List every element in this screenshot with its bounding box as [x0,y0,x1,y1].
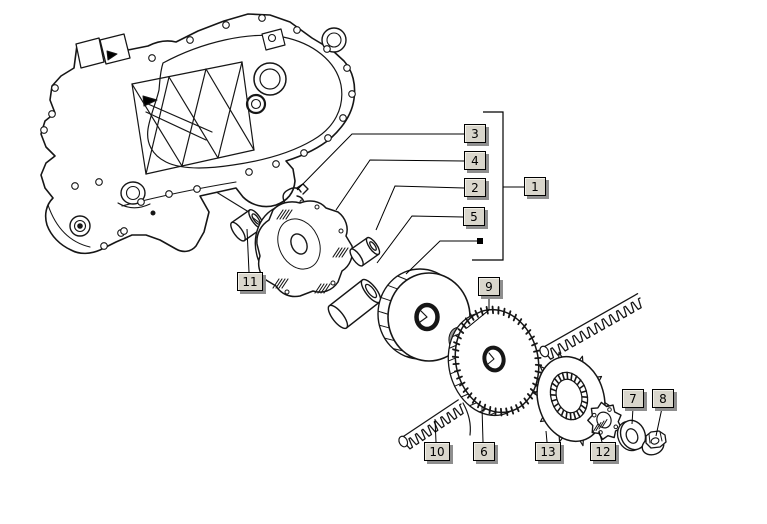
assembly-marker-leader [405,240,477,275]
drive-belt-upper [539,293,642,360]
part-label-12[interactable]: 12 [590,442,616,461]
assembly-marker-square [477,238,483,244]
leader-line-8 [655,407,663,437]
spacer-bushing-5 [327,278,382,330]
leader-line-12 [598,430,603,443]
leader-line-4 [335,159,465,211]
roller-2 [349,236,381,267]
leader-line-3 [296,133,464,191]
part-label-10[interactable]: 10 [424,442,450,461]
leader-line-6 [481,406,484,443]
leader-line-11 [246,228,250,273]
part-label-9[interactable]: 9 [478,277,500,296]
part-label-13[interactable]: 13 [535,442,561,461]
leader-line-7 [631,407,634,425]
part-label-7[interactable]: 7 [622,389,644,408]
part-label-4[interactable]: 4 [464,151,486,170]
leader-line-5 [376,215,464,264]
part-label-8[interactable]: 8 [652,389,674,408]
drive-belt-lower [398,399,471,450]
washer [616,419,647,452]
leader-line-10 [434,418,437,443]
part-label-11[interactable]: 11 [237,272,263,291]
variator-half-pulley [254,200,354,298]
pulley-parts-drawing [230,183,667,456]
crankcase-drawing [40,13,356,255]
leader-line-9 [466,296,490,329]
group-bracket [472,111,504,261]
part-label-1[interactable]: 1 [524,177,546,196]
leader-line-13 [545,430,548,443]
callout-leader-lines [246,111,663,443]
starter-ring-gear [447,305,543,417]
part-label-5[interactable]: 5 [463,207,485,226]
leader-line-2 [375,185,465,231]
part-label-3[interactable]: 3 [464,124,486,143]
flange-nut [641,430,667,456]
clutch-spider [587,401,623,441]
part-label-6[interactable]: 6 [473,442,495,461]
part-label-2[interactable]: 2 [464,178,486,197]
